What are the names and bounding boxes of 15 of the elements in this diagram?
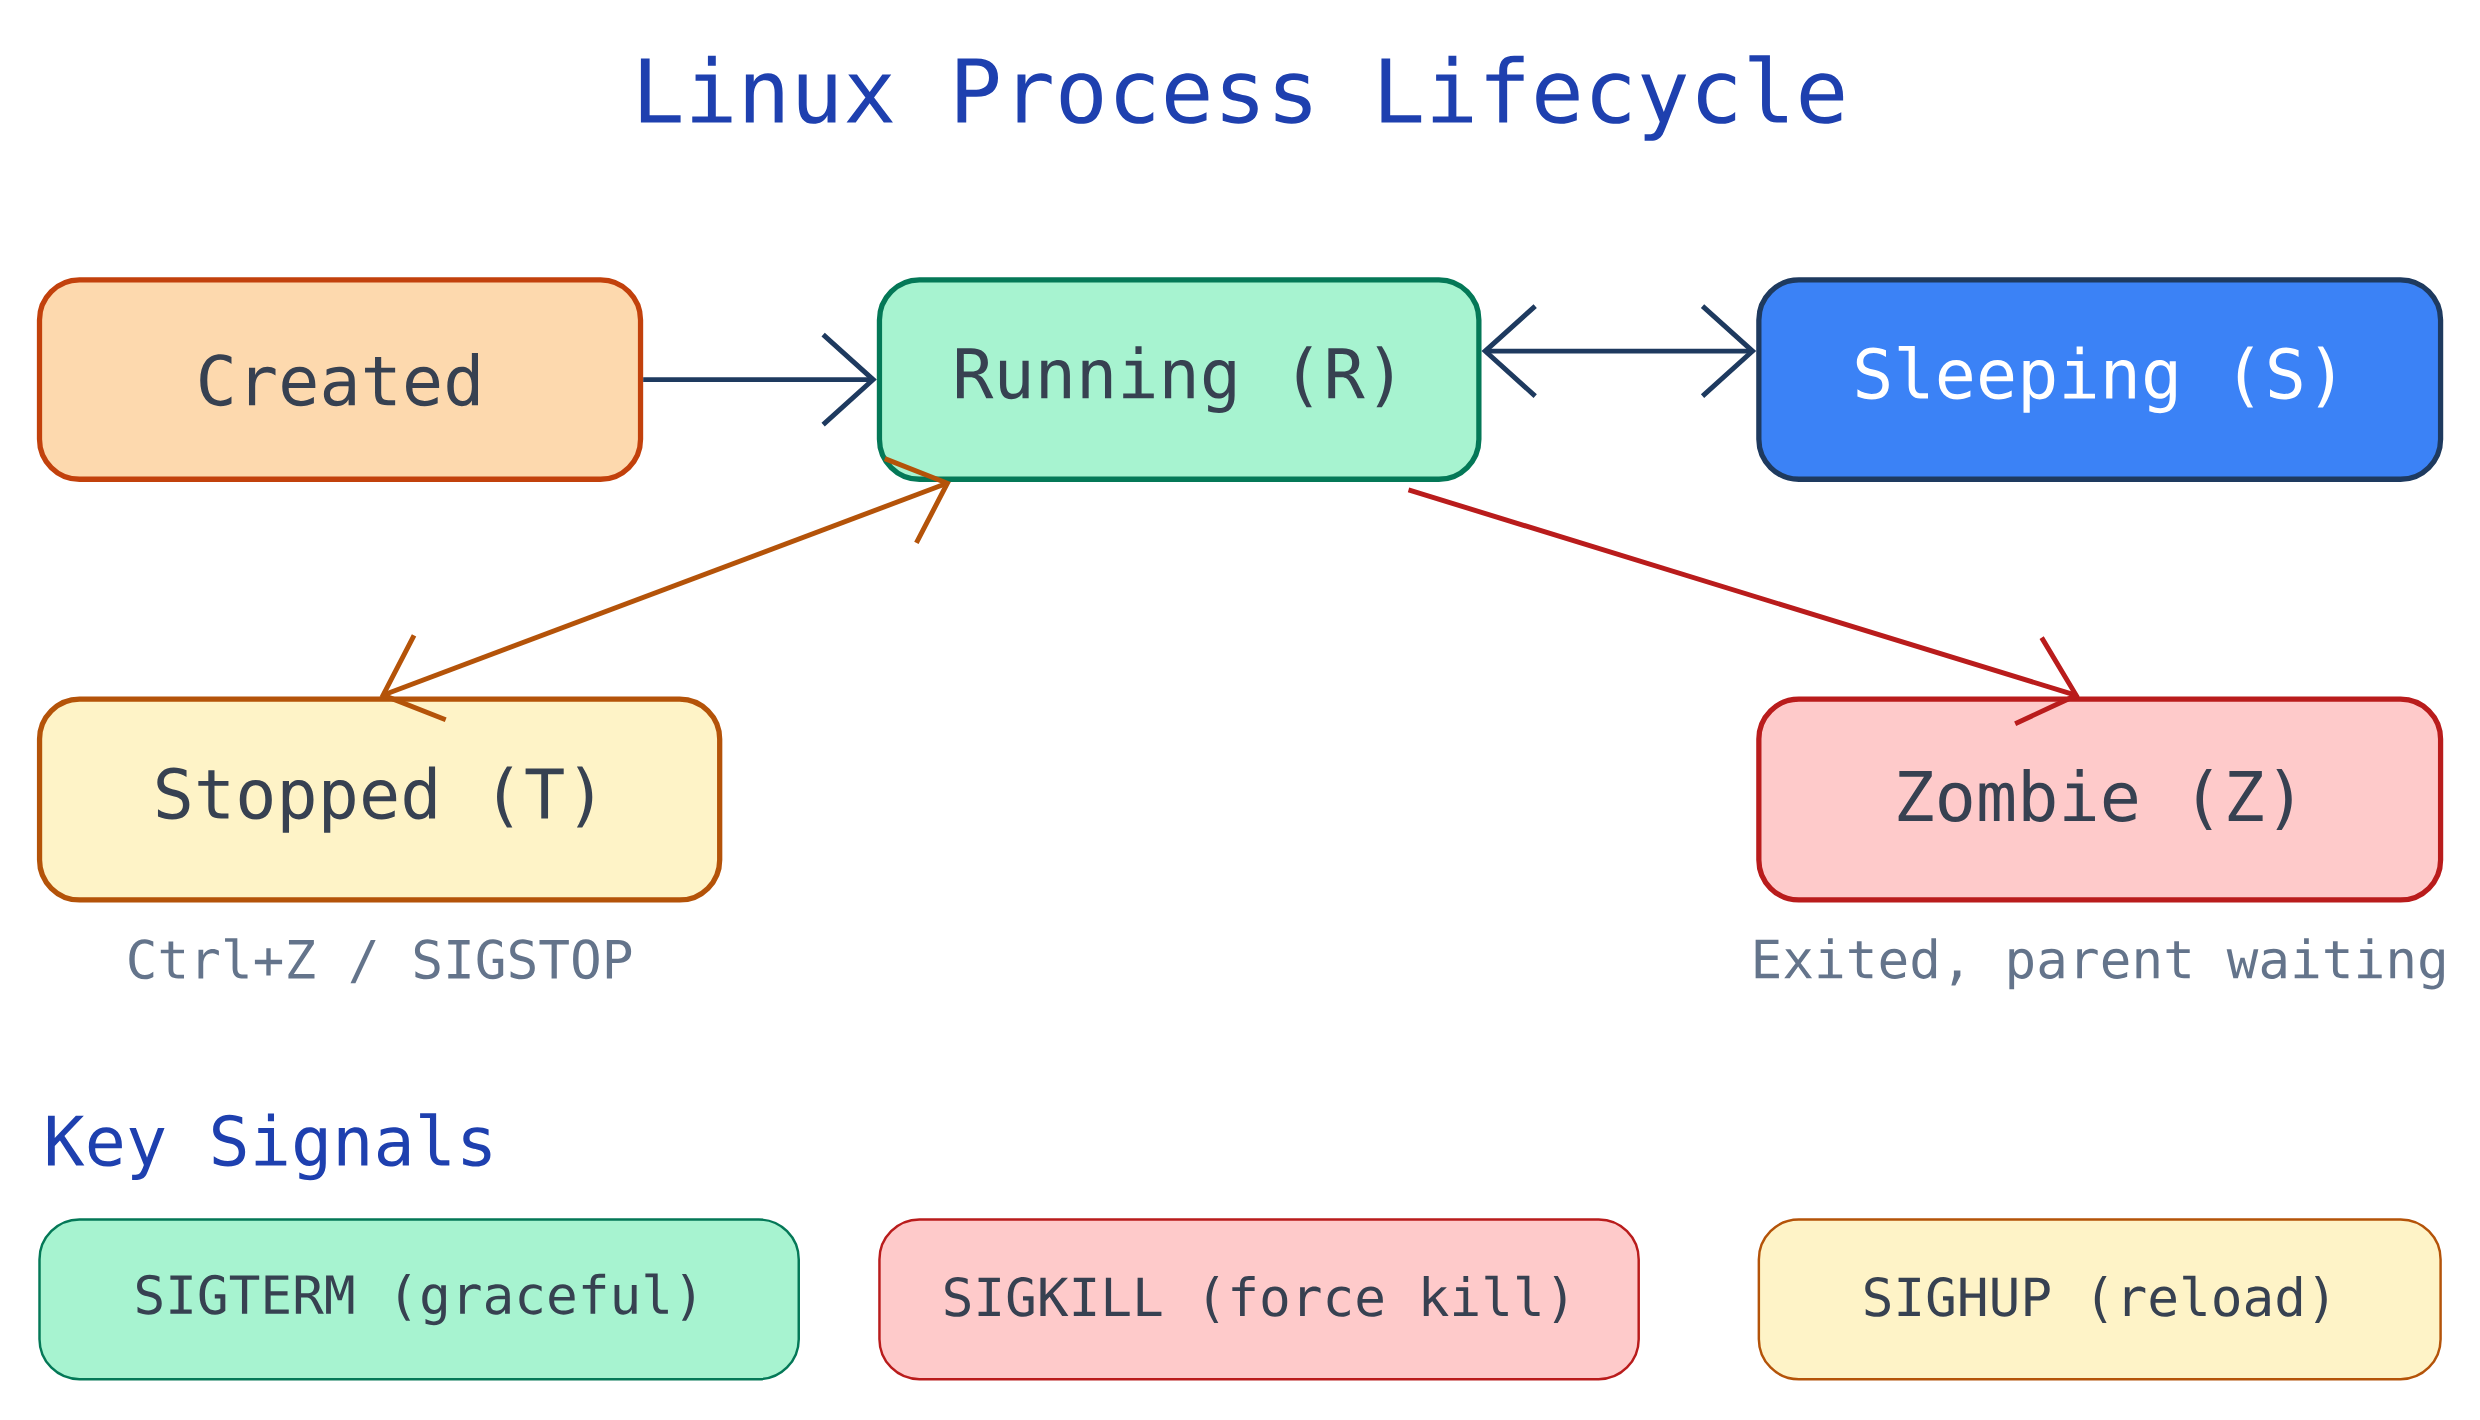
arrow xyxy=(643,332,877,427)
state-box: Sleeping (S) xyxy=(1756,277,2444,482)
arrow xyxy=(1481,304,1757,398)
state-box: Running (R) xyxy=(876,277,1482,482)
state-box: Zombie (Z) xyxy=(1756,696,2444,903)
state-box: Stopped (T) xyxy=(36,696,723,903)
signal-box: SIGKILL (force kill) xyxy=(878,1218,1640,1381)
arrow xyxy=(379,456,951,722)
state-box: Created xyxy=(36,277,644,482)
signal-box: SIGTERM (graceful) xyxy=(38,1218,800,1381)
arrow xyxy=(1407,487,2080,726)
node-label: Ctrl+Z / SIGSTOP xyxy=(129,938,632,984)
signal-box: SIGHUP (reload) xyxy=(1757,1218,2442,1381)
title: Linux Process Lifecycle xyxy=(640,55,1844,141)
node-label: Exited, parent waiting xyxy=(1755,938,2444,990)
